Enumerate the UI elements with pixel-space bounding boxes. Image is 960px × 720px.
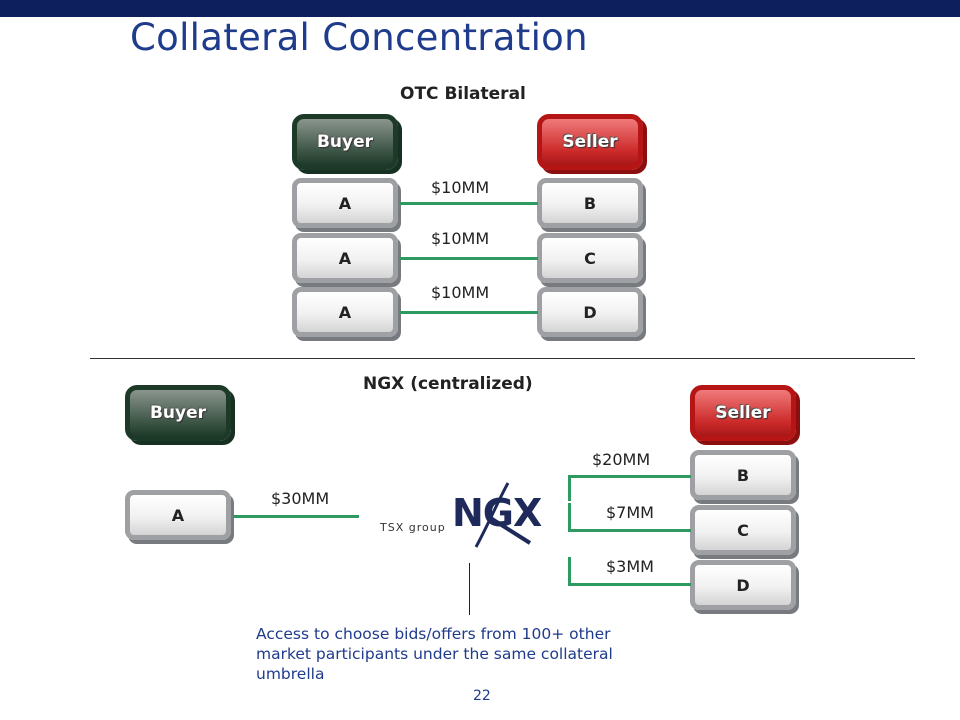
ngx-buyer-node: A — [125, 490, 231, 540]
ngx-seller-line — [568, 475, 691, 478]
ngx-seller-line — [568, 529, 691, 532]
ngx-seller-node: C — [690, 505, 796, 555]
otc-trade-amount: $10MM — [431, 229, 490, 248]
ngx-seller-line — [568, 557, 571, 584]
otc-seller-node: C — [537, 233, 643, 283]
ngx-section-title: NGX (centralized) — [363, 374, 533, 394]
otc-seller-node: B — [537, 178, 643, 228]
otc-buyer-node: A — [292, 287, 398, 337]
ngx-seller-line — [568, 475, 571, 501]
ngx-buyer-amount: $30MM — [271, 489, 330, 508]
ngx-logo: TSX group NGX — [380, 481, 542, 551]
ngx-note: Access to choose bids/offers from 100+ o… — [256, 625, 613, 683]
ngx-seller-label: Seller — [715, 403, 771, 423]
ngx-logo-swoosh — [474, 482, 532, 548]
slide-title: Collateral Concentration — [130, 16, 588, 59]
otc-seller-header: Seller — [537, 114, 643, 170]
otc-buyer-label: Buyer — [316, 132, 374, 152]
ngx-buyer-line — [233, 515, 359, 518]
otc-buyer-node: A — [292, 178, 398, 228]
otc-trade-amount: $10MM — [431, 283, 490, 302]
otc-trade-line — [400, 257, 538, 260]
otc-seller-label: Seller — [562, 132, 618, 152]
otc-trade-line — [400, 311, 538, 314]
page-number: 22 — [473, 688, 491, 704]
ngx-buyer-label: Buyer — [149, 403, 207, 423]
otc-buyer-node: A — [292, 233, 398, 283]
ngx-seller-amount: $3MM — [606, 557, 654, 576]
ngx-buyer-header: Buyer — [125, 385, 231, 441]
otc-trade-amount: $10MM — [431, 178, 490, 197]
ngx-seller-line — [568, 583, 691, 586]
ngx-seller-line — [568, 503, 571, 531]
otc-section-title: OTC Bilateral — [400, 84, 526, 104]
ngx-seller-node: D — [690, 560, 796, 610]
ngx-seller-amount: $7MM — [606, 503, 654, 522]
note-pointer — [469, 563, 470, 615]
ngx-seller-header: Seller — [690, 385, 796, 441]
header-bar — [0, 0, 960, 17]
ngx-seller-node: B — [690, 450, 796, 500]
otc-seller-node: D — [537, 287, 643, 337]
otc-trade-line — [400, 202, 538, 205]
ngx-logo-text: NGX — [452, 491, 542, 535]
ngx-logo-sub: TSX group — [380, 521, 446, 534]
otc-buyer-header: Buyer — [292, 114, 398, 170]
ngx-seller-amount: $20MM — [592, 450, 651, 469]
section-divider — [90, 358, 915, 359]
